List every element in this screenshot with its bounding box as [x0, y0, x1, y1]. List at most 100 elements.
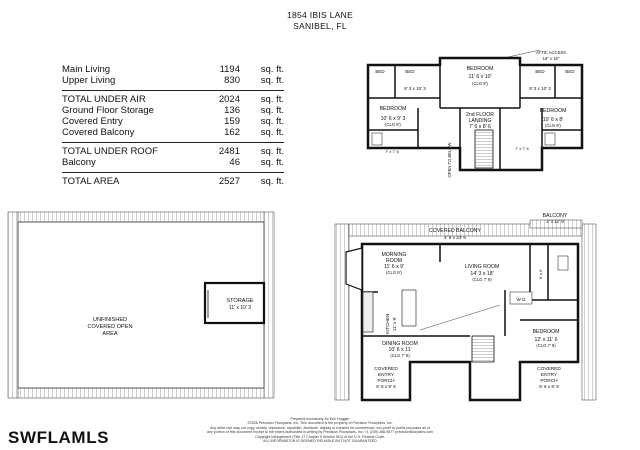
swflamls-logo: SWFLAMLS: [8, 428, 110, 447]
dining-room-ceiling: (CLG 7' 9): [390, 353, 410, 358]
landing-dims: 7' 6 x 8' 6: [469, 124, 491, 130]
morning-room-label: MORNING: [381, 252, 406, 258]
attic-access-label: ATTIC ACCESS: [536, 50, 566, 55]
area-summary-table: Main Living 1194 sq. ft. Upper Living 830 sq…: [62, 64, 284, 187]
area-label: Covered Balcony: [62, 127, 135, 138]
bedroom-top-ceiling: (CLG 9'): [472, 81, 488, 86]
open-area-label: COVERED OPEN: [87, 324, 132, 330]
area-group-under-air: TOTAL UNDER AIR 2024 sq. ft. Ground Floor …: [62, 94, 284, 138]
area-label: Covered Entry: [62, 116, 123, 127]
attic-leader-line: [507, 49, 541, 58]
covered-balcony-label: COVERED BALCONY: [429, 228, 481, 234]
copyright-line: ©2026 Precision Floorplans, Inc. This do…: [247, 421, 393, 426]
bedroom-right-dims: 10' 6 x 8': [543, 117, 563, 123]
washer-dryer-label: W D: [517, 297, 527, 302]
area-value: 2024: [218, 94, 240, 105]
balcony-deck: [529, 219, 583, 229]
bed-label: BED: [405, 69, 415, 74]
legal-line: Copyright Infringement (Title 17 Chapter…: [255, 434, 385, 439]
bedroom-right-label: BEDROOM: [540, 108, 567, 114]
bedroom-ceiling: (CLG 7' 9): [536, 343, 556, 348]
area-label: Main Living: [62, 64, 111, 75]
deck-left: [7, 211, 19, 399]
area-divider: [62, 90, 284, 91]
bedroom-left-label: BEDROOM: [380, 106, 407, 112]
landing-label: LANDING: [468, 118, 491, 124]
entry-porch-left-label: ENTRY: [378, 372, 395, 378]
closet-dims: 6' x 6': [538, 269, 543, 279]
morning-room-ceiling: (CLG 9'): [386, 270, 402, 275]
storage-dims: 11' x 10' 3: [229, 305, 251, 311]
legal-line: any portion of this document except to t…: [206, 430, 434, 435]
deck-top: [17, 211, 265, 223]
bedroom-top-label: BEDROOM: [467, 66, 494, 72]
kitchen-counter: [362, 291, 374, 333]
bedroom-right-ceiling: (CLG 9'): [545, 123, 561, 128]
bedroom-left-ceiling: (CLG 9'): [385, 122, 401, 127]
area-row: Balcony 46 sq. ft.: [62, 157, 284, 168]
area-divider: [62, 142, 284, 143]
area-value: 46: [229, 157, 240, 168]
area-unit: sq. ft.: [260, 146, 284, 157]
open-area-label: AREA: [102, 331, 118, 337]
area-row: Covered Balcony 162 sq. ft.: [62, 127, 284, 138]
landing-label: 2nd FLOOR: [466, 112, 494, 118]
bay-window: [345, 247, 363, 291]
covered-balcony-dims: 4' 9 x 33' 6: [444, 235, 466, 240]
area-value: 830: [224, 75, 240, 86]
second-floor-plan: ATTIC ACCESS 16" x 16" BEDROOM 11' 6 x 1…: [366, 49, 584, 177]
open-to-below-label: OPEN TO BELOW: [447, 142, 452, 177]
area-row: Covered Entry 159 sq. ft.: [62, 116, 284, 127]
deck-right: [581, 223, 597, 401]
area-label: Ground Floor Storage: [62, 105, 154, 116]
address-line: 1854 IBIS LANE: [286, 10, 354, 20]
prepared-for-line: Prepared exclusively for Eric Huggler: [290, 417, 350, 421]
closet-right-dims: 7' x 7' 6: [515, 146, 529, 151]
bedroom-label: BEDROOM: [533, 329, 560, 335]
kitchen-label: KITCHEN: [385, 314, 390, 334]
toilet-icon: [371, 132, 383, 146]
covered-balcony-deck: [348, 223, 583, 237]
area-unit: sq. ft.: [260, 64, 284, 75]
area-row: Main Living 1194 sq. ft.: [62, 64, 284, 75]
area-label: Upper Living: [62, 75, 116, 86]
area-unit: sq. ft.: [260, 127, 284, 138]
ground-floor-plan: UNFINISHED COVERED OPEN AREA STORAGE 11'…: [7, 211, 275, 399]
open-to-below-line: [419, 304, 501, 331]
copyright-footer: Prepared exclusively for Eric Huggler ©2…: [160, 417, 480, 443]
washer-dryer-icon: [509, 291, 533, 305]
open-area-label: UNFINISHED: [93, 317, 127, 323]
area-label: Balcony: [62, 157, 96, 168]
area-unit: sq. ft.: [260, 116, 284, 127]
bedroom-top-dims: 11' 6 x 10': [469, 74, 492, 80]
area-value: 1194: [219, 64, 240, 75]
balcony-label: BALCONY: [543, 213, 568, 219]
bed-label: BED: [535, 69, 545, 74]
storage-walls: [203, 281, 266, 325]
living-room-label: LIVING ROOM: [465, 264, 500, 270]
area-unit: sq. ft.: [260, 157, 284, 168]
toilet-icon: [544, 132, 556, 146]
entry-porch-right-label: COVERED: [537, 366, 561, 372]
bed-label: BED: [375, 69, 385, 74]
floorplan-title: 1854 IBIS LANE SANIBEL, FL: [0, 10, 640, 32]
area-value: 162: [224, 127, 240, 138]
legal-line: Any other use may not copy, modify, repr…: [210, 425, 430, 430]
area-value: 159: [224, 116, 240, 127]
bed-label: BED: [565, 69, 575, 74]
storage-label: STORAGE: [226, 298, 254, 304]
area-group-living: Main Living 1194 sq. ft. Upper Living 830 sq…: [62, 64, 284, 86]
area-label: TOTAL UNDER ROOF: [62, 146, 158, 157]
deck-bottom: [17, 387, 265, 399]
area-unit: sq. ft.: [260, 176, 284, 187]
dining-room-label: DINING ROOM: [382, 341, 418, 347]
area-label: TOTAL UNDER AIR: [62, 94, 146, 105]
morning-room-label: ROOM: [386, 258, 402, 264]
